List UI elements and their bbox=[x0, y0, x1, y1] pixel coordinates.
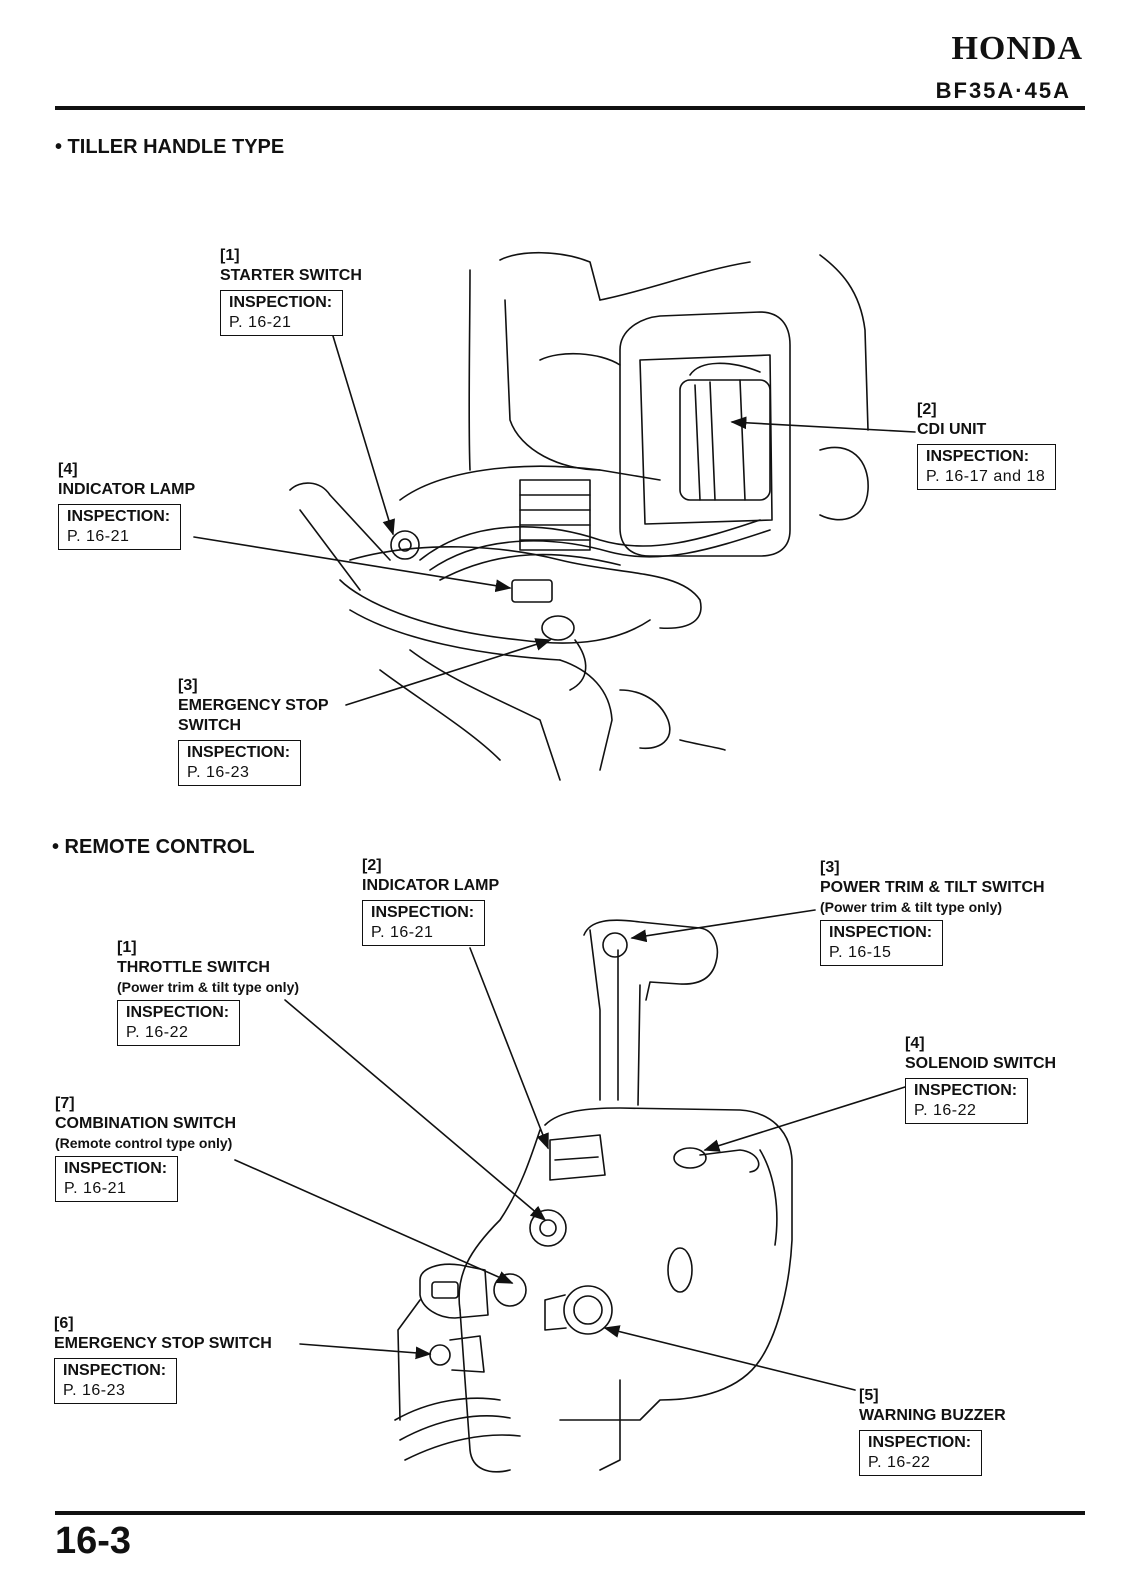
callout-label: SOLENOID SWITCH bbox=[905, 1055, 1057, 1072]
remote-callout-indicator-lamp: [2] INDICATOR LAMP INSPECTION: P. 16-21 bbox=[362, 856, 499, 946]
inspection-box: INSPECTION: P. 16-17 and 18 bbox=[917, 444, 1057, 490]
callout-number: [6] bbox=[54, 1315, 74, 1332]
inspection-page: P. 16-17 and 18 bbox=[926, 468, 1046, 485]
inspection-box: INSPECTION: P. 16-22 bbox=[859, 1430, 983, 1476]
inspection-page: P. 16-21 bbox=[371, 924, 434, 941]
inspection-page: P. 16-22 bbox=[868, 1454, 931, 1471]
remote-callout-combination-switch: [7] COMBINATION SWITCH (Remote control t… bbox=[55, 1094, 236, 1202]
inspection-box: INSPECTION: P. 16-21 bbox=[362, 900, 486, 946]
footer-rule bbox=[55, 1511, 1085, 1515]
callout-label: THROTTLE SWITCH bbox=[117, 959, 270, 976]
header-rule bbox=[55, 106, 1085, 110]
remote-control-drawing bbox=[394, 919, 793, 1473]
tiller-engine-drawing bbox=[289, 251, 869, 781]
inspection-box: INSPECTION: P. 16-23 bbox=[178, 740, 302, 786]
callout-number: [4] bbox=[905, 1035, 925, 1052]
inspection-page: P. 16-22 bbox=[126, 1024, 189, 1041]
tiller-section-title: • TILLER HANDLE TYPE bbox=[55, 136, 285, 158]
callout-number: [3] bbox=[178, 677, 198, 694]
inspection-page: P. 16-23 bbox=[187, 764, 250, 781]
model-name: BF35A·45A bbox=[935, 78, 1071, 103]
page-number: 16-3 bbox=[55, 1520, 132, 1562]
callout-number: [2] bbox=[362, 857, 382, 874]
inspection-box: INSPECTION: P. 16-15 bbox=[820, 920, 944, 966]
callout-note: (Power trim & tilt type only) bbox=[117, 979, 300, 995]
inspection-box: INSPECTION: P. 16-21 bbox=[220, 290, 344, 336]
inspection-title: INSPECTION: bbox=[829, 924, 933, 941]
callout-label: STARTER SWITCH bbox=[220, 267, 362, 284]
callout-label: EMERGENCY STOP SWITCH bbox=[54, 1335, 272, 1352]
inspection-page: P. 16-21 bbox=[229, 314, 292, 331]
callout-label-line2: SWITCH bbox=[178, 717, 242, 734]
callout-number: [7] bbox=[55, 1095, 75, 1112]
callout-label: INDICATOR LAMP bbox=[362, 877, 500, 894]
callout-note: (Power trim & tilt type only) bbox=[820, 899, 1003, 915]
callout-label: WARNING BUZZER bbox=[859, 1407, 1006, 1424]
inspection-page: P. 16-23 bbox=[63, 1382, 126, 1399]
inspection-box: INSPECTION: P. 16-22 bbox=[905, 1078, 1029, 1124]
tiller-callout-emergency-stop-switch: [3] EMERGENCY STOP SWITCH INSPECTION: P.… bbox=[178, 676, 329, 786]
inspection-title: INSPECTION: bbox=[63, 1362, 167, 1379]
inspection-title: INSPECTION: bbox=[914, 1082, 1018, 1099]
callout-label: POWER TRIM & TILT SWITCH bbox=[820, 879, 1045, 896]
callout-label-line1: EMERGENCY STOP bbox=[178, 697, 329, 714]
inspection-title: INSPECTION: bbox=[67, 508, 171, 525]
remote-callout-emergency-stop-switch: [6] EMERGENCY STOP SWITCH INSPECTION: P.… bbox=[54, 1314, 272, 1404]
inspection-title: INSPECTION: bbox=[126, 1004, 230, 1021]
callout-label: COMBINATION SWITCH bbox=[55, 1115, 237, 1132]
inspection-box: INSPECTION: P. 16-21 bbox=[58, 504, 182, 550]
callout-label: INDICATOR LAMP bbox=[58, 481, 196, 498]
callout-number: [4] bbox=[58, 461, 78, 478]
callout-number: [3] bbox=[820, 859, 840, 876]
inspection-title: INSPECTION: bbox=[229, 294, 333, 311]
tiller-callout-indicator-lamp: [4] INDICATOR LAMP INSPECTION: P. 16-21 bbox=[58, 460, 195, 550]
inspection-title: INSPECTION: bbox=[64, 1160, 168, 1177]
inspection-title: INSPECTION: bbox=[926, 448, 1030, 465]
inspection-page: P. 16-15 bbox=[829, 944, 892, 961]
inspection-title: INSPECTION: bbox=[868, 1434, 972, 1451]
callout-number: [1] bbox=[220, 247, 240, 264]
callout-number: [2] bbox=[917, 401, 937, 418]
remote-callout-warning-buzzer: [5] WARNING BUZZER INSPECTION: P. 16-22 bbox=[859, 1386, 1006, 1476]
inspection-page: P. 16-21 bbox=[64, 1180, 127, 1197]
callout-number: [5] bbox=[859, 1387, 879, 1404]
inspection-title: INSPECTION: bbox=[187, 744, 291, 761]
inspection-page: P. 16-21 bbox=[67, 528, 130, 545]
remote-callout-power-trim-tilt-switch: [3] POWER TRIM & TILT SWITCH (Power trim… bbox=[820, 858, 1045, 966]
inspection-title: INSPECTION: bbox=[371, 904, 475, 921]
tiller-callout-starter-switch: [1] STARTER SWITCH INSPECTION: P. 16-21 bbox=[220, 246, 362, 336]
callout-label: CDI UNIT bbox=[917, 421, 987, 438]
remote-callout-throttle-switch: [1] THROTTLE SWITCH (Power trim & tilt t… bbox=[117, 938, 299, 1046]
remote-callout-solenoid-switch: [4] SOLENOID SWITCH INSPECTION: P. 16-22 bbox=[905, 1034, 1056, 1124]
callout-note: (Remote control type only) bbox=[55, 1135, 233, 1151]
callout-number: [1] bbox=[117, 939, 137, 956]
remote-section-title: • REMOTE CONTROL bbox=[52, 836, 255, 858]
tiller-callout-cdi-unit: [2] CDI UNIT INSPECTION: P. 16-17 and 18 bbox=[917, 400, 1057, 490]
brand-logo: HONDA bbox=[951, 30, 1083, 67]
inspection-page: P. 16-22 bbox=[914, 1102, 977, 1119]
inspection-box: INSPECTION: P. 16-22 bbox=[117, 1000, 241, 1046]
inspection-box: INSPECTION: P. 16-23 bbox=[54, 1358, 178, 1404]
inspection-box: INSPECTION: P. 16-21 bbox=[55, 1156, 179, 1202]
